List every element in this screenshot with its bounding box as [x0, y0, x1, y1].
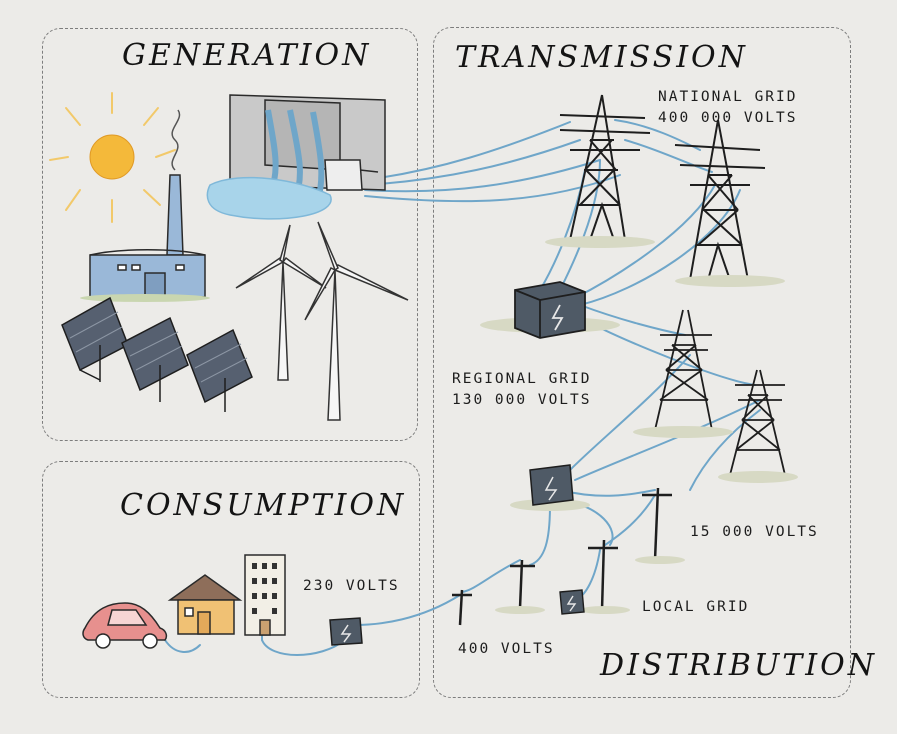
section-title-transmission: Transmission — [455, 40, 748, 75]
generation-panel — [42, 28, 418, 441]
sun-icon — [49, 92, 176, 223]
pole-transformer-icon — [559, 589, 585, 615]
factory-icon — [80, 109, 210, 302]
section-title-generation: Generation — [122, 38, 372, 73]
national-grid-label: National Grid — [658, 89, 798, 105]
home-transformer-icon — [329, 617, 363, 646]
local-grid-voltage-15k: 15 000 volts — [690, 524, 819, 540]
transmission-distribution-panel — [433, 27, 851, 698]
regional-grid-voltage: 130 000 volts — [452, 392, 592, 408]
consumption-voltage-230: 230 volts — [303, 578, 400, 594]
local-grid-label: Local Grid — [642, 599, 750, 615]
distribution-voltage-400: 400 volts — [458, 641, 555, 657]
national-grid-voltage: 400 000 volts — [658, 110, 798, 126]
solar-panels-icon — [61, 296, 253, 412]
wind-turbines-icon — [235, 221, 409, 421]
house-icon — [167, 574, 243, 635]
distribution-poles-icon — [452, 487, 685, 626]
car-icon — [82, 602, 168, 649]
apartment-building-icon — [244, 554, 286, 636]
regional-grid-label: Regional Grid — [452, 371, 592, 387]
regional-pylons-icon — [633, 309, 798, 483]
section-title-consumption: Consumption — [120, 488, 407, 523]
local-substation-icon — [510, 464, 590, 511]
consumption-panel — [42, 461, 420, 698]
regional-substation-icon — [480, 281, 620, 339]
national-pylons-icon — [545, 94, 785, 287]
hydro-dam-icon — [206, 94, 386, 220]
section-title-distribution: Distribution — [600, 648, 877, 683]
